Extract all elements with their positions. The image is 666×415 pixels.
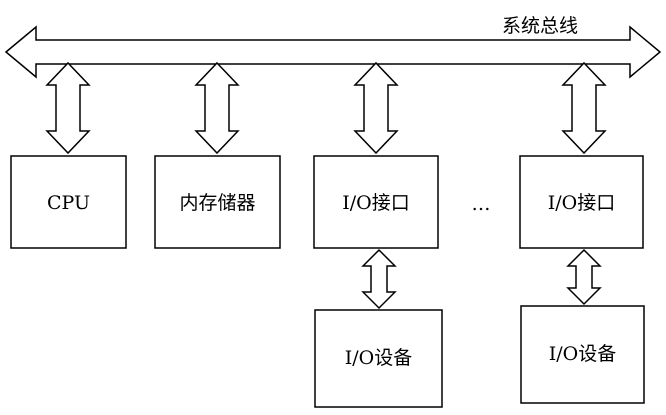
cpu-bus-connector [45,61,91,155]
system-bus-arrow [4,25,662,79]
memory-box [154,155,281,249]
io-device-1-connector [361,248,397,310]
io-device-2-label: I/O设备 [549,343,616,365]
io-device-2-box [520,305,645,404]
cpu-box [10,155,127,249]
memory-bus-connector [194,61,240,155]
io-interface-1-box [313,155,439,249]
memory-label: 内存储器 [179,192,255,214]
io-device-1-label: I/O设备 [345,347,412,369]
bus-label: 系统总线 [502,15,578,37]
io-interface-2-box [519,155,644,249]
io-device-2-connector [566,248,602,306]
io-interface-1-label: I/O接口 [342,192,409,214]
io-device-1-box [314,309,443,408]
io-interface-1-bus-connector [353,61,399,155]
io-interface-2-label: I/O接口 [548,192,615,214]
cpu-label: CPU [47,192,90,214]
io-interface-2-bus-connector [561,61,607,155]
ellipsis: … [472,193,491,215]
